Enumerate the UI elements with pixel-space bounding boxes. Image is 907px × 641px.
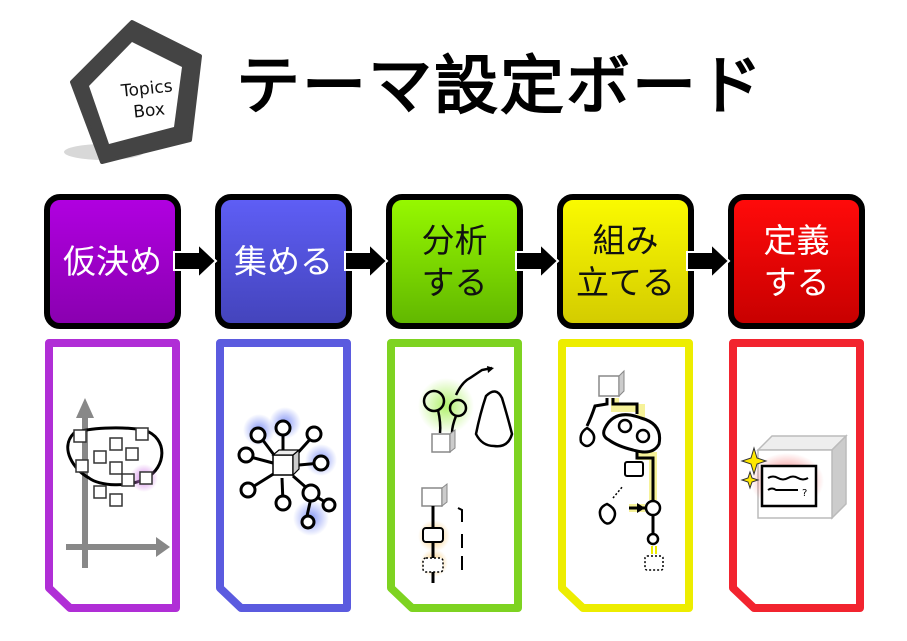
step-assemble[interactable]: 組み立てる — [557, 194, 694, 329]
step-label-line1: 定義 — [763, 220, 830, 260]
card-assemble — [557, 338, 695, 614]
svg-text:?: ? — [802, 488, 807, 499]
step-label-line2: 立てる — [576, 262, 675, 302]
step-collect[interactable]: 集める — [215, 194, 352, 329]
step-label: 集める — [234, 241, 333, 281]
step-label: 仮決め — [63, 241, 162, 281]
arrow-right-icon — [173, 244, 218, 278]
logo-text: Topics Box — [106, 74, 190, 126]
arrow-right-icon — [515, 244, 560, 278]
step-label-line2: する — [421, 262, 488, 302]
step-analyze[interactable]: 分析する — [386, 194, 523, 329]
card-collect — [215, 338, 353, 614]
arrow-right-icon — [344, 244, 389, 278]
page-title: テーマ設定ボード — [236, 49, 764, 124]
arrow-right-icon — [686, 244, 731, 278]
step-label-line1: 分析 — [421, 220, 488, 260]
defined-box-icon: ? — [729, 339, 864, 612]
step-define[interactable]: 定義する — [728, 194, 865, 329]
card-analyze — [386, 338, 524, 614]
step-provisional[interactable]: 仮決め — [44, 194, 181, 329]
hub-network-icon — [216, 339, 351, 612]
card-provisional — [44, 338, 182, 614]
card-define: ? — [728, 338, 866, 614]
step-label-line1: 組み — [592, 220, 659, 260]
step-label-line2: する — [763, 262, 830, 302]
analysis-balloons-icon — [387, 339, 522, 612]
cluster-on-axes-icon — [45, 339, 180, 612]
pentagon-icon — [64, 20, 202, 164]
assembly-flow-icon — [558, 339, 693, 612]
